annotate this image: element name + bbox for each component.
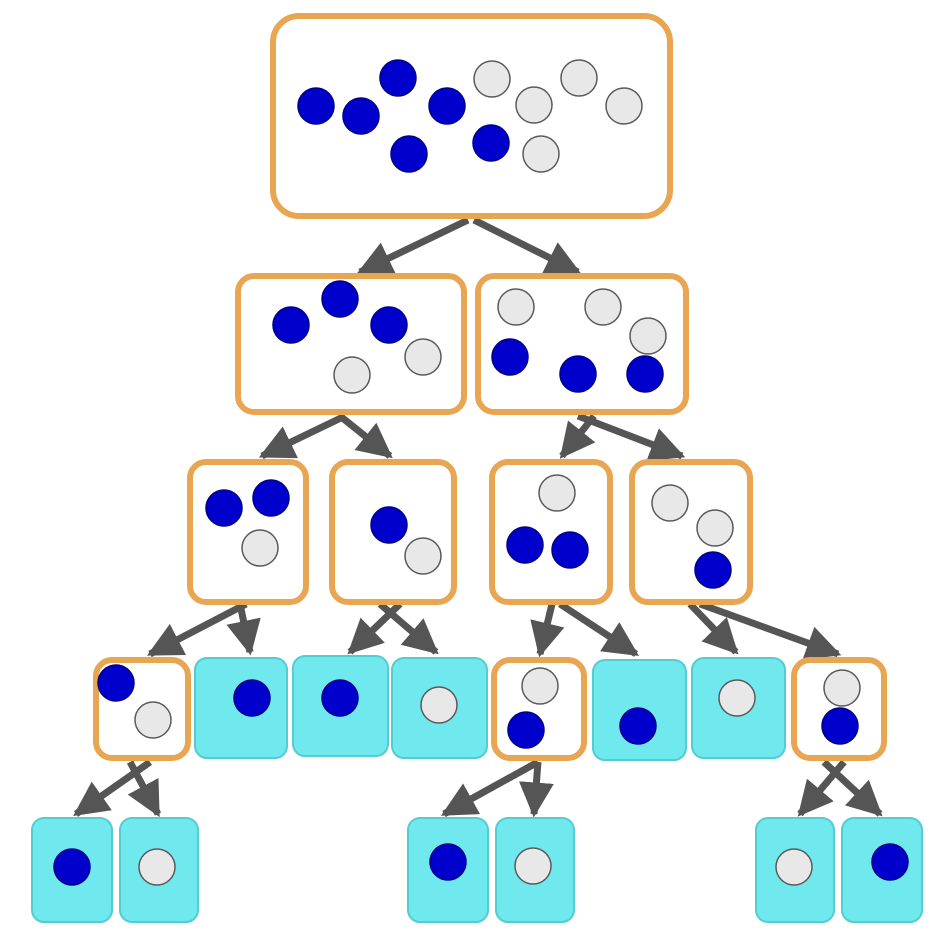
blue-ball bbox=[233, 679, 271, 717]
edge-arrow-n6-to-n13 bbox=[687, 601, 739, 655]
blue-ball bbox=[272, 306, 310, 344]
blue-ball bbox=[694, 551, 732, 589]
blue-ball bbox=[297, 87, 335, 125]
blue-ball bbox=[97, 664, 135, 702]
edges-layer bbox=[73, 216, 883, 818]
gray-ball bbox=[404, 537, 442, 575]
leaf-node-n18 bbox=[495, 817, 575, 923]
split-node-n2 bbox=[475, 273, 689, 415]
blue-ball bbox=[491, 338, 529, 376]
gray-ball bbox=[134, 701, 172, 739]
split-node-n5 bbox=[489, 459, 613, 605]
blue-ball bbox=[871, 843, 909, 881]
gray-ball bbox=[420, 686, 458, 724]
leaf-node-n10 bbox=[391, 657, 488, 759]
blue-ball bbox=[53, 848, 91, 886]
gray-ball bbox=[560, 59, 598, 97]
gray-ball bbox=[775, 848, 813, 886]
blue-ball bbox=[559, 355, 597, 393]
gray-ball bbox=[629, 317, 667, 355]
split-node-n7 bbox=[93, 657, 191, 761]
leaf-node-n16 bbox=[119, 817, 199, 923]
blue-ball bbox=[321, 280, 359, 318]
gray-ball bbox=[473, 60, 511, 98]
gray-ball bbox=[497, 288, 535, 326]
edge-arrow-n1-to-n3 bbox=[258, 412, 347, 460]
edge-arrow-n11-to-n18 bbox=[518, 761, 554, 818]
gray-ball bbox=[333, 356, 371, 394]
split-node-n4 bbox=[329, 459, 457, 605]
blue-ball bbox=[390, 135, 428, 173]
edge-arrow-n5-to-n11 bbox=[530, 603, 565, 658]
blue-ball bbox=[342, 97, 380, 135]
blue-ball bbox=[551, 531, 589, 569]
leaf-node-n20 bbox=[841, 817, 923, 923]
nodes-layer bbox=[31, 13, 923, 923]
split-node-root bbox=[270, 13, 673, 219]
gray-ball bbox=[522, 135, 560, 173]
blue-ball bbox=[619, 707, 657, 745]
gray-ball bbox=[515, 86, 553, 124]
edge-arrow-n5-to-n12 bbox=[558, 601, 639, 657]
leaf-node-n19 bbox=[755, 817, 835, 923]
edge-arrow-n3-to-n7 bbox=[146, 600, 248, 658]
blue-ball bbox=[321, 679, 359, 717]
gray-ball bbox=[651, 484, 689, 522]
gray-ball bbox=[696, 509, 734, 547]
edge-arrow-n7-to-n15 bbox=[73, 759, 153, 817]
edge-arrow-n1-to-n4 bbox=[337, 413, 393, 459]
edge-arrow-n7-to-n16 bbox=[126, 760, 162, 818]
edge-arrow-root-to-n1 bbox=[356, 216, 470, 276]
edge-arrow-n2-to-n6 bbox=[576, 412, 686, 462]
split-node-n3 bbox=[187, 459, 309, 605]
blue-ball bbox=[626, 355, 664, 393]
blue-ball bbox=[472, 124, 510, 162]
blue-ball bbox=[507, 711, 545, 749]
gray-ball bbox=[823, 669, 861, 707]
blue-ball bbox=[506, 526, 544, 564]
leaf-node-n8 bbox=[194, 657, 288, 759]
gray-ball bbox=[404, 338, 442, 376]
blue-ball bbox=[370, 306, 408, 344]
gray-ball bbox=[138, 848, 176, 886]
edge-arrow-n6-to-n14 bbox=[698, 600, 842, 660]
gray-ball bbox=[241, 529, 279, 567]
node-box bbox=[187, 459, 309, 605]
split-node-n6 bbox=[629, 459, 753, 605]
leaf-node-n15 bbox=[31, 817, 113, 923]
split-node-n14 bbox=[791, 657, 887, 761]
leaf-node-n17 bbox=[407, 817, 489, 923]
gray-ball bbox=[514, 847, 552, 885]
edge-arrow-root-to-n2 bbox=[472, 216, 582, 276]
gray-ball bbox=[538, 474, 576, 512]
edge-arrow-n4-to-n10 bbox=[377, 601, 439, 655]
node-box bbox=[489, 459, 613, 605]
blue-ball bbox=[205, 489, 243, 527]
leaf-node-n13 bbox=[691, 657, 786, 759]
split-node-n11 bbox=[491, 657, 587, 761]
gray-ball bbox=[718, 679, 756, 717]
leaf-node-n9 bbox=[292, 655, 389, 757]
gray-ball bbox=[521, 667, 559, 705]
edge-arrow-n3-to-n8 bbox=[226, 603, 261, 656]
gray-ball bbox=[605, 87, 643, 125]
blue-ball bbox=[379, 59, 417, 97]
edge-arrow-n14-to-n20 bbox=[821, 759, 883, 817]
blue-ball bbox=[428, 87, 466, 125]
gray-ball bbox=[584, 288, 622, 326]
blue-ball bbox=[252, 479, 290, 517]
leaf-node-n12 bbox=[592, 659, 687, 761]
blue-ball bbox=[370, 506, 408, 544]
blue-ball bbox=[821, 707, 859, 745]
edge-arrow-n11-to-n17 bbox=[440, 758, 540, 818]
blue-ball bbox=[429, 843, 467, 881]
split-node-n1 bbox=[235, 273, 467, 415]
